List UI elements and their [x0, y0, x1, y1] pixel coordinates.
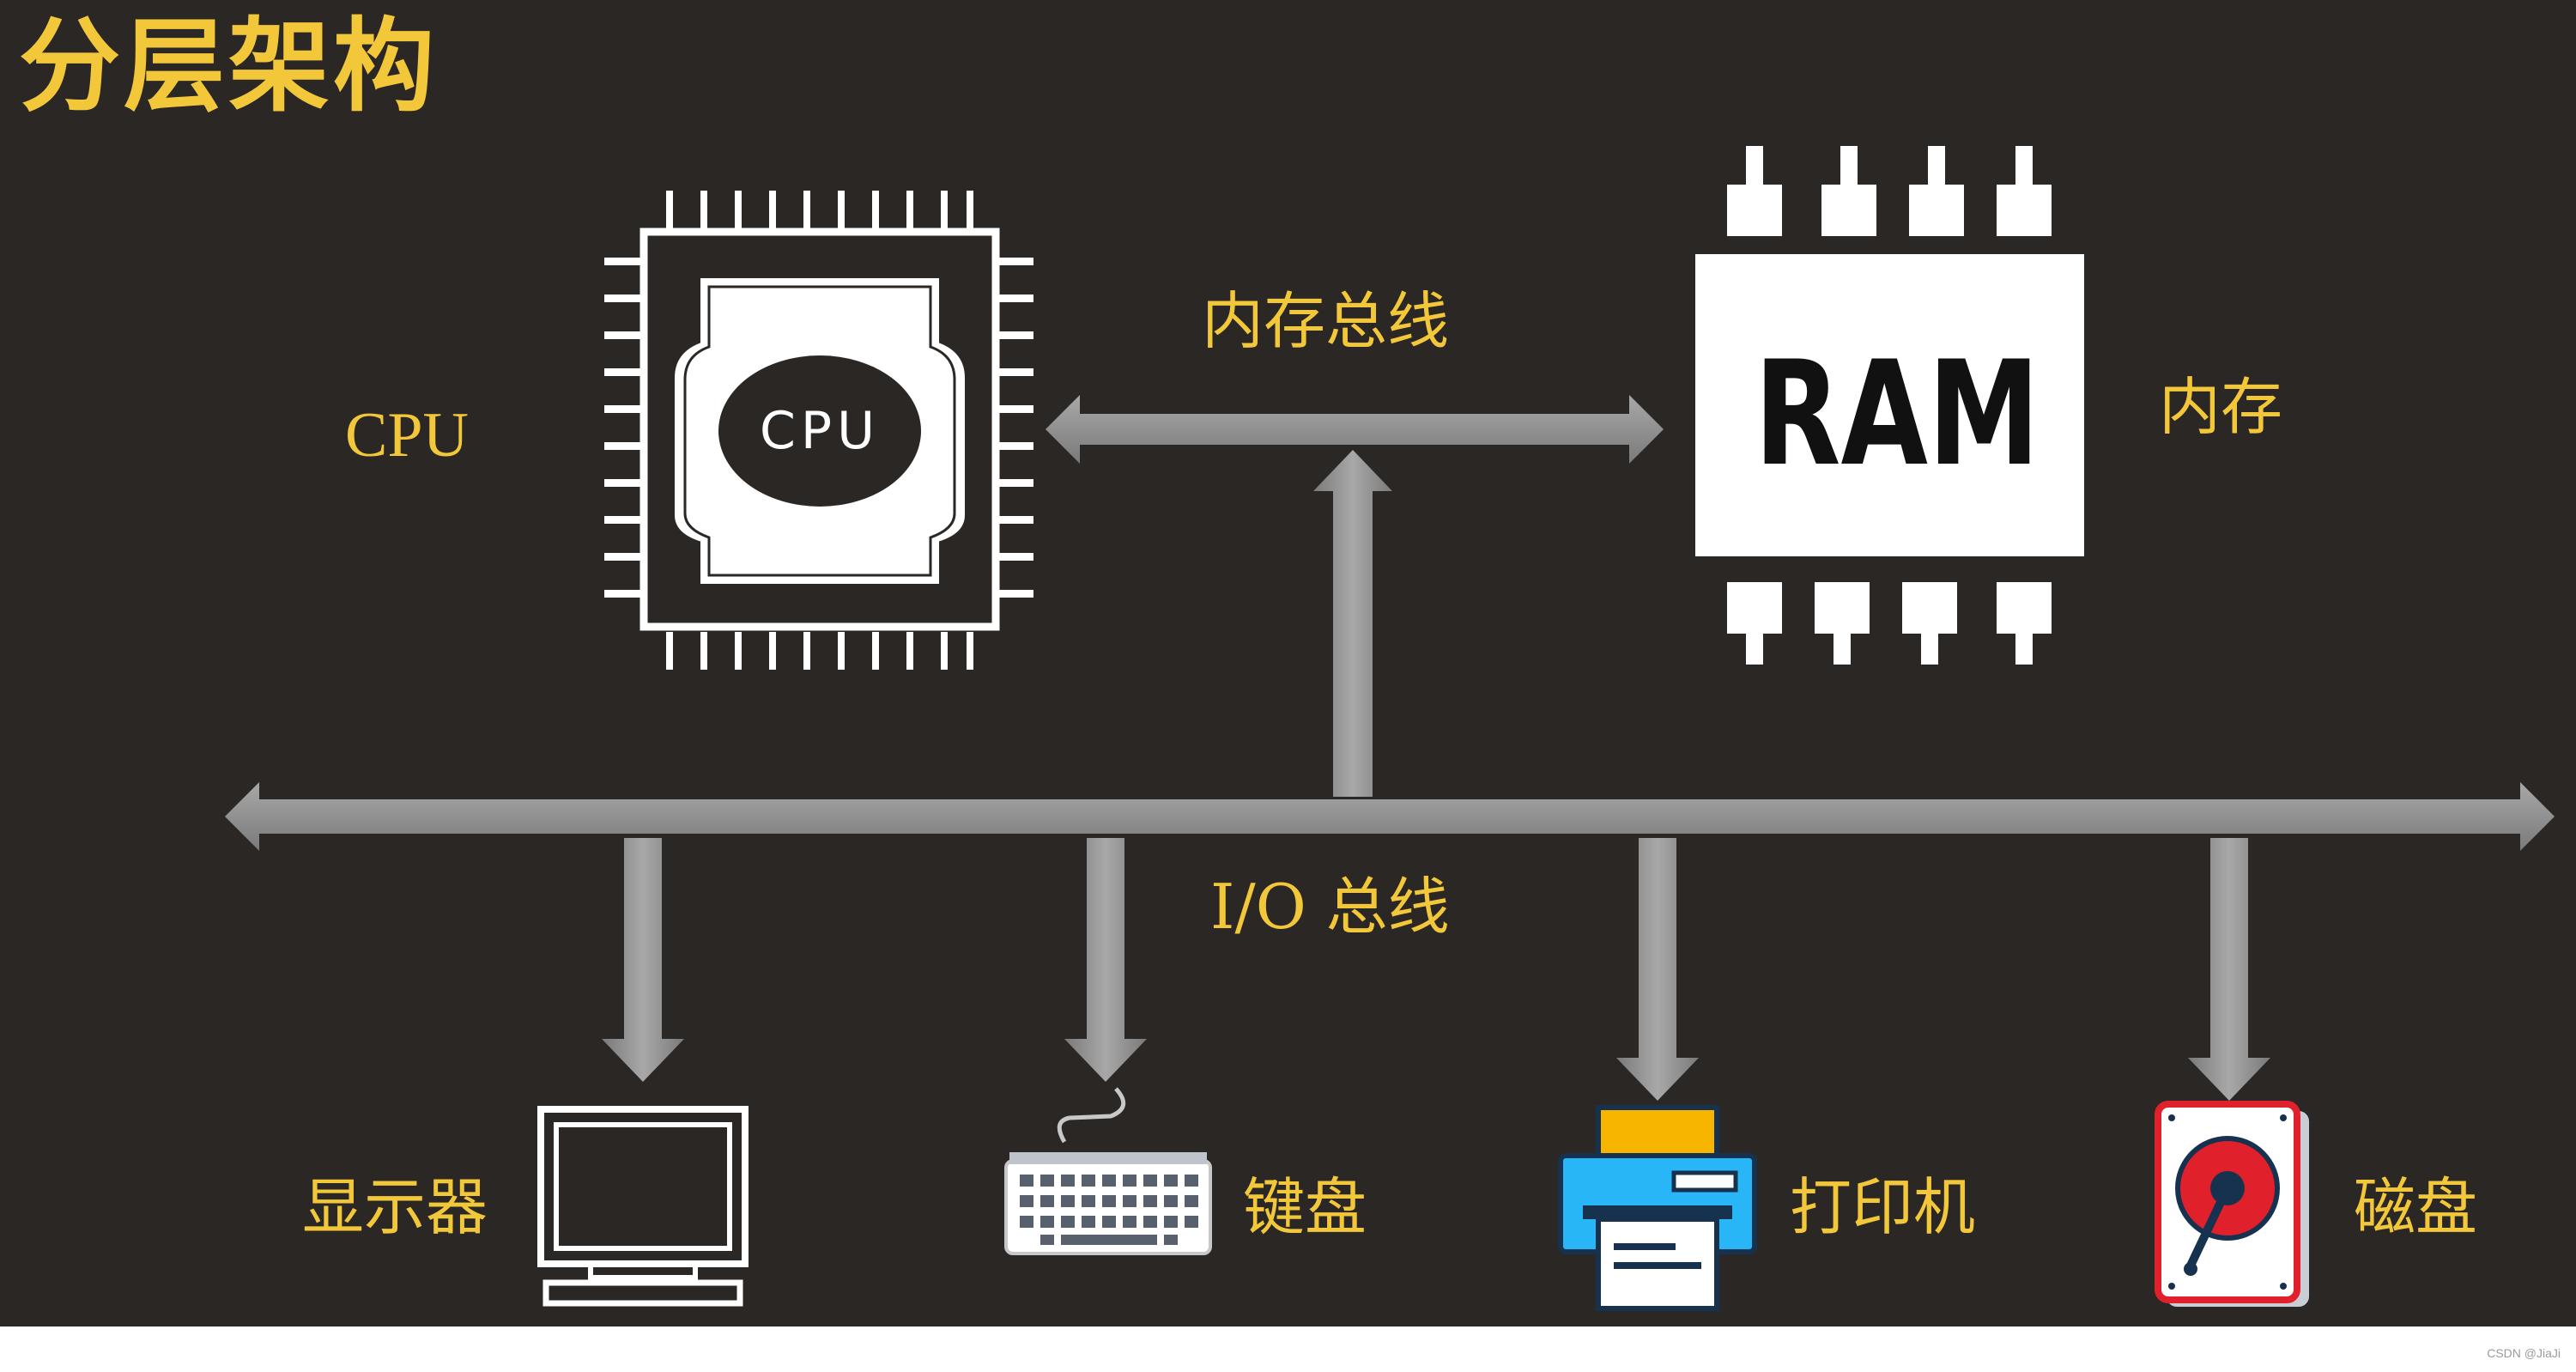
printer-icon	[1558, 1105, 1757, 1311]
memory-bus-arrow	[1046, 395, 1664, 464]
diagram-canvas: CPU RAM	[0, 0, 2576, 1326]
printer-arrow	[1616, 838, 1699, 1101]
monitor-label: 显示器	[302, 1171, 488, 1243]
monitor-icon	[537, 1106, 749, 1307]
io-bus-arrow	[225, 782, 2555, 851]
watermark: CSDN @JiaJi	[2487, 1346, 2561, 1360]
cpu-label: CPU	[345, 400, 469, 470]
keyboard-icon	[1004, 1087, 1212, 1255]
memory-bus-label: 内存总线	[1202, 285, 1450, 357]
diagram-graphics: CPU RAM	[225, 146, 2555, 1311]
printer-label: 打印机	[1790, 1171, 1976, 1243]
keyboard-label: 键盘	[1243, 1171, 1367, 1243]
bottom-strip	[0, 1326, 2576, 1372]
cpu-chip-icon: CPU	[604, 191, 1033, 670]
cpu-chip-text: CPU	[760, 401, 880, 461]
disk-arrow	[2188, 838, 2270, 1101]
monitor-arrow	[602, 838, 684, 1082]
io-bus-label: I/O 总线	[1210, 871, 1450, 943]
disk-label: 磁盘	[2354, 1171, 2478, 1243]
memory-label: 内存	[2159, 371, 2283, 443]
ram-chip-icon: RAM	[1695, 146, 2084, 665]
io-to-memory-bus-arrow	[1313, 450, 1392, 797]
ram-chip-text: RAM	[1755, 330, 2040, 498]
diagram-title: 分层架构	[19, 6, 439, 125]
hard-disk-icon	[2155, 1101, 2309, 1307]
keyboard-arrow	[1064, 838, 1147, 1082]
